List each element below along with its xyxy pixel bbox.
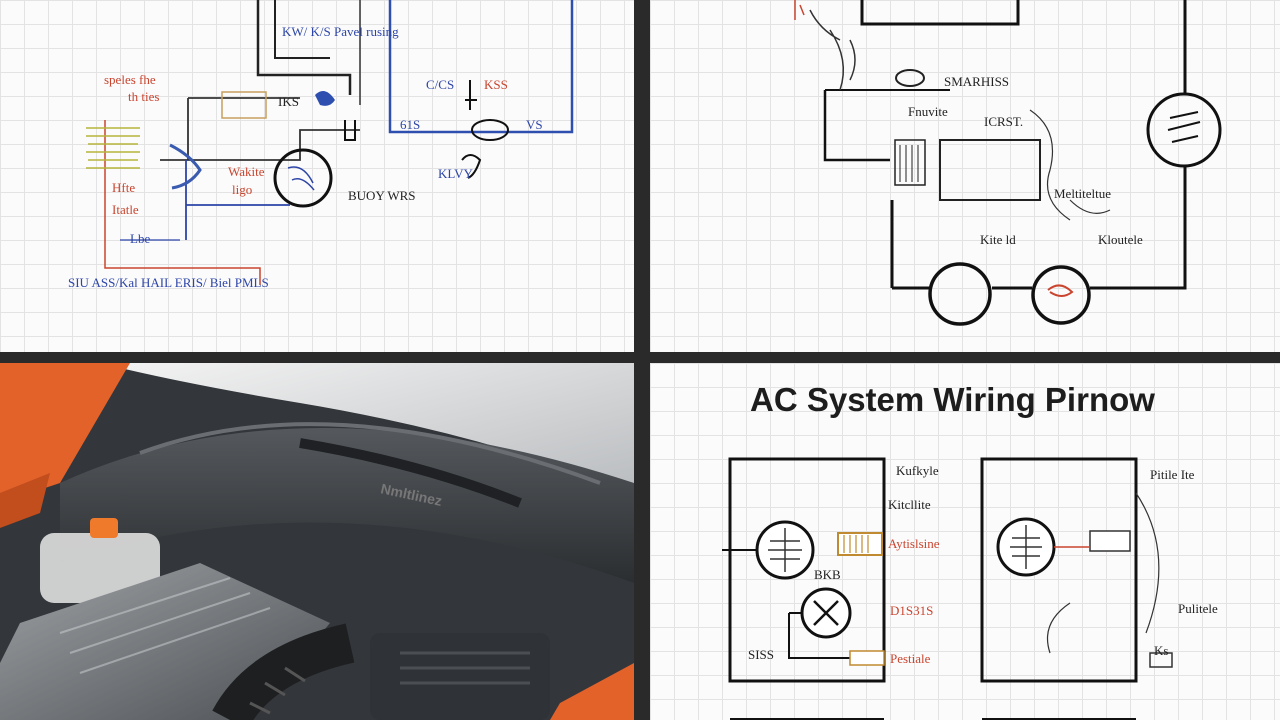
schematic-drawing-2: SMARHISS Fnuvite ICRST. Meltiteltue Kite…	[794, 0, 1222, 326]
label-right-mid: Meltiteltue	[1054, 186, 1111, 201]
label-blue-mid: C/CS	[426, 77, 454, 92]
schematic-drawing-1: KW/ K/S Pavel rusing speles fhe th ties …	[68, 0, 574, 290]
label-bottom-left: Kite ld	[980, 232, 1016, 247]
engine-bay-illustration: Nmltlinez	[0, 363, 634, 720]
label-mid: Fnuvite	[908, 104, 948, 119]
label-left-2: Kitcllite	[888, 497, 931, 512]
label-right-top: SMARHISS	[944, 74, 1009, 89]
label-motor-right: BUOY WRS	[348, 188, 416, 203]
label-red-low-1: Hfte	[112, 180, 135, 195]
label-left-4: D1S31S	[890, 603, 933, 618]
engine-bay-photo: Nmltlinez	[0, 363, 634, 720]
label-red-mid: KSS	[484, 77, 508, 92]
label-top: KW/ K/S Pavel rusing	[282, 24, 399, 39]
label-left-top: Kufkyle	[896, 463, 939, 478]
label-red-motor-2: ligo	[232, 182, 252, 197]
diagram-title: AC System Wiring Pirnow	[750, 381, 1155, 418]
label-red-motor: Wakite	[228, 164, 265, 179]
label-left-mid: BKB	[814, 567, 841, 582]
label-right-mid: Pulitele	[1178, 601, 1218, 616]
label-right-low: Ks	[1154, 643, 1168, 658]
label-blue-right: KLVY	[438, 166, 474, 181]
label-blue-small: 61S	[400, 117, 420, 132]
schematic-panel-top-right: SMARHISS Fnuvite ICRST. Meltiteltue Kite…	[650, 0, 1280, 352]
label-right-top: Pitile Ite	[1150, 467, 1195, 482]
label-bottom: SIU ASS/Kal HAIL ERIS/ Biel PMLS	[68, 275, 269, 290]
label-red-left-2: th ties	[128, 89, 159, 104]
label-relay: IKS	[278, 94, 299, 109]
schematic-panel-bottom-right: AC System Wiring Pirnow Kufkyle Kitcllit	[650, 363, 1280, 720]
label-red-left-1: speles fhe	[104, 72, 156, 87]
schematic-drawing-3: AC System Wiring Pirnow Kufkyle Kitcllit	[722, 381, 1218, 720]
label-left-5: Pestiale	[890, 651, 931, 666]
label-left-3: Aytislsine	[888, 536, 940, 551]
label-blue-bottom: Lbe	[130, 231, 150, 246]
label-bottom-right: Kloutele	[1098, 232, 1143, 247]
schematic-panel-top-left: KW/ K/S Pavel rusing speles fhe th ties …	[0, 0, 634, 352]
label-red-low-2: Itatle	[112, 202, 139, 217]
label-blue-small-2: VS	[526, 117, 543, 132]
label-mid-2: ICRST.	[984, 114, 1023, 129]
label-left-bottom: SISS	[748, 647, 774, 662]
